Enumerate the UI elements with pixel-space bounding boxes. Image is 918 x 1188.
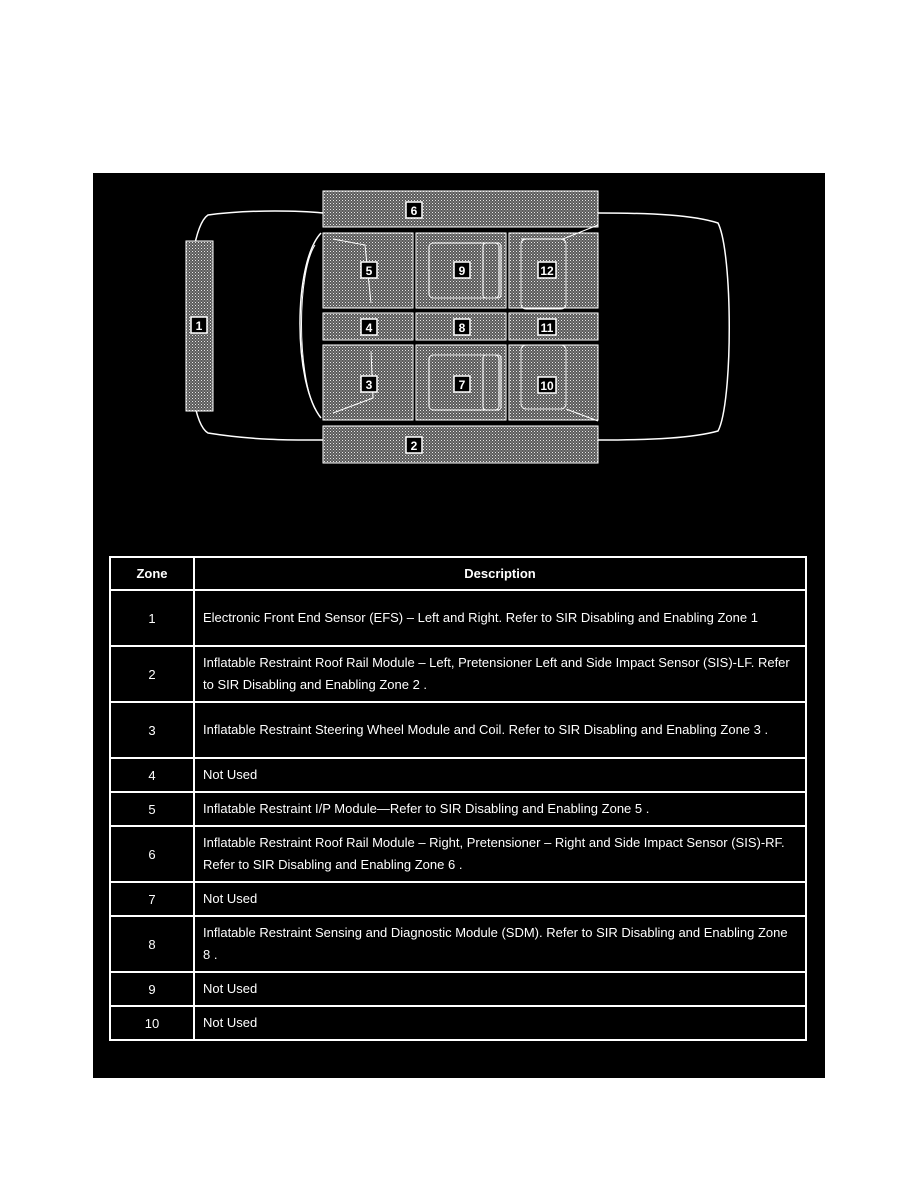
zone-cell: 5 [109, 791, 195, 827]
zone-label-5: 5 [366, 264, 373, 278]
table-row: 7 Not Used [109, 881, 807, 917]
table-header-row: Zone Description [109, 556, 807, 591]
table-row: 9 Not Used [109, 971, 807, 1007]
description-cell: Inflatable Restraint I/P Module—Refer to… [193, 791, 807, 827]
zone-7-region: 7 [415, 344, 507, 421]
zone-3-region: 3 [322, 344, 414, 421]
zone-label-9: 9 [459, 264, 466, 278]
zone-cell: 6 [109, 825, 195, 883]
zone-label-3: 3 [366, 378, 373, 392]
zone-label-6: 6 [411, 204, 418, 218]
car-body-outline [187, 210, 730, 441]
zone-label-2: 2 [411, 439, 418, 453]
zone-label-8: 8 [459, 321, 466, 335]
zone-label-10: 10 [540, 379, 554, 393]
zone-cell: 2 [109, 645, 195, 703]
zone-cell: 8 [109, 915, 195, 973]
diagram-panel: 1 6 2 5 9 [93, 173, 825, 1078]
table-row: 2 Inflatable Restraint Roof Rail Module … [109, 645, 807, 703]
table-row: 1 Electronic Front End Sensor (EFS) – Le… [109, 589, 807, 647]
zone-4-region: 4 [322, 312, 414, 341]
zone-cell: 1 [109, 589, 195, 647]
zone-12-region: 12 [508, 224, 599, 310]
table-row: 4 Not Used [109, 757, 807, 793]
description-cell: Not Used [193, 881, 807, 917]
windshield-outline [299, 232, 322, 419]
description-column-header: Description [193, 556, 807, 591]
table-row: 6 Inflatable Restraint Roof Rail Module … [109, 825, 807, 883]
zone-description-table: Zone Description 1 Electronic Front End … [109, 556, 807, 1041]
zone-label-1: 1 [196, 319, 203, 333]
zone-cell: 3 [109, 701, 195, 759]
zone-6-region: 6 [322, 190, 599, 228]
description-cell: Not Used [193, 971, 807, 1007]
zone-2-region: 2 [322, 425, 599, 464]
vehicle-zone-diagram: 1 6 2 5 9 [185, 190, 730, 464]
zone-5-region: 5 [322, 232, 414, 309]
description-cell: Inflatable Restraint Steering Wheel Modu… [193, 701, 807, 759]
zone-11-region: 11 [508, 312, 599, 341]
zone-10-region: 10 [508, 344, 599, 422]
description-cell: Electronic Front End Sensor (EFS) – Left… [193, 589, 807, 647]
description-cell: Not Used [193, 757, 807, 793]
table-row: 8 Inflatable Restraint Sensing and Diagn… [109, 915, 807, 973]
zone-1-region: 1 [185, 240, 214, 412]
table-row: 3 Inflatable Restraint Steering Wheel Mo… [109, 701, 807, 759]
table-row: 5 Inflatable Restraint I/P Module—Refer … [109, 791, 807, 827]
description-cell: Inflatable Restraint Roof Rail Module – … [193, 825, 807, 883]
table-row: 10 Not Used [109, 1005, 807, 1041]
zone-cell: 7 [109, 881, 195, 917]
zone-column-header: Zone [109, 556, 195, 591]
zone-label-7: 7 [459, 378, 466, 392]
description-cell: Inflatable Restraint Sensing and Diagnos… [193, 915, 807, 973]
description-cell: Not Used [193, 1005, 807, 1041]
zone-label-4: 4 [366, 321, 373, 335]
zone-9-region: 9 [415, 232, 507, 309]
zone-8-region: 8 [415, 312, 507, 341]
zone-label-12: 12 [540, 264, 554, 278]
zone-label-11: 11 [541, 321, 554, 335]
description-cell: Inflatable Restraint Roof Rail Module – … [193, 645, 807, 703]
zone-cell: 9 [109, 971, 195, 1007]
zone-cell: 10 [109, 1005, 195, 1041]
zone-cell: 4 [109, 757, 195, 793]
